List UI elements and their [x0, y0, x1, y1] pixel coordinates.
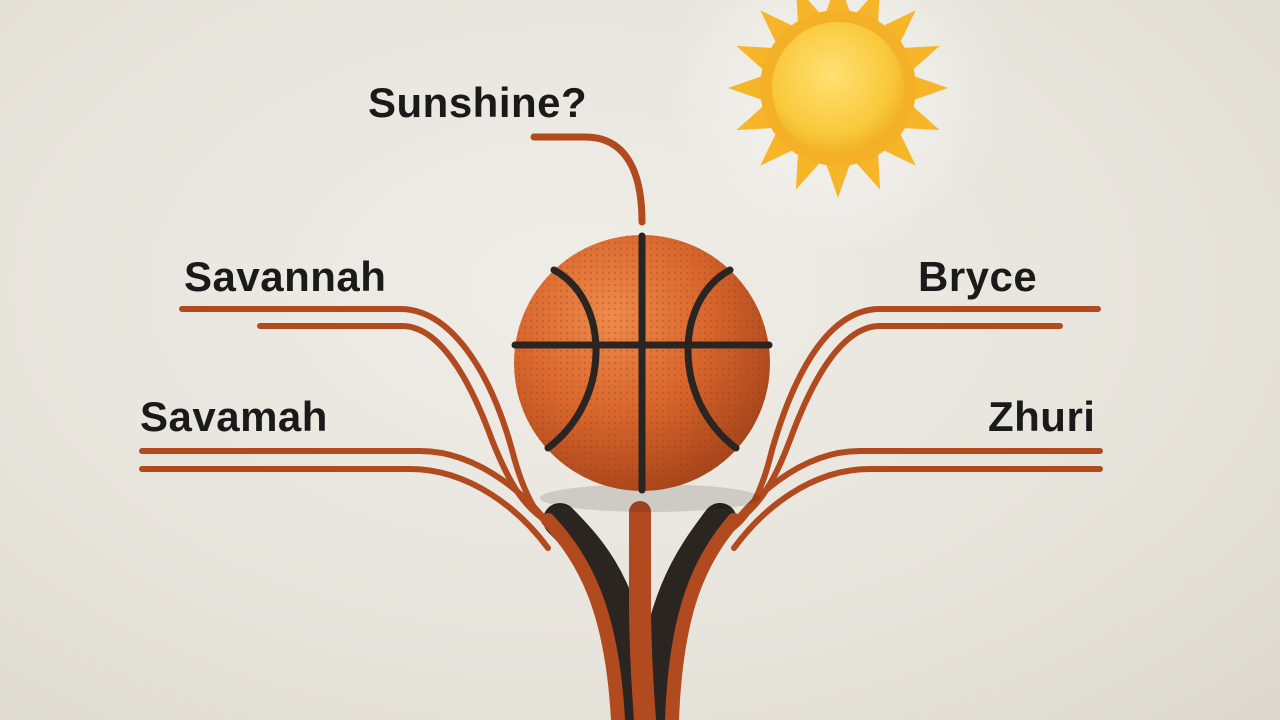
basketball-icon [511, 232, 773, 512]
label-savamah: Savamah [140, 393, 328, 440]
label-bryce: Bryce [918, 253, 1038, 300]
label-zhuri: Zhuri [988, 393, 1096, 440]
sun-icon [728, 0, 948, 198]
label-sunshine: Sunshine? [368, 79, 588, 126]
label-savannah: Savannah [184, 253, 387, 300]
branch-lines [139, 133, 1103, 720]
